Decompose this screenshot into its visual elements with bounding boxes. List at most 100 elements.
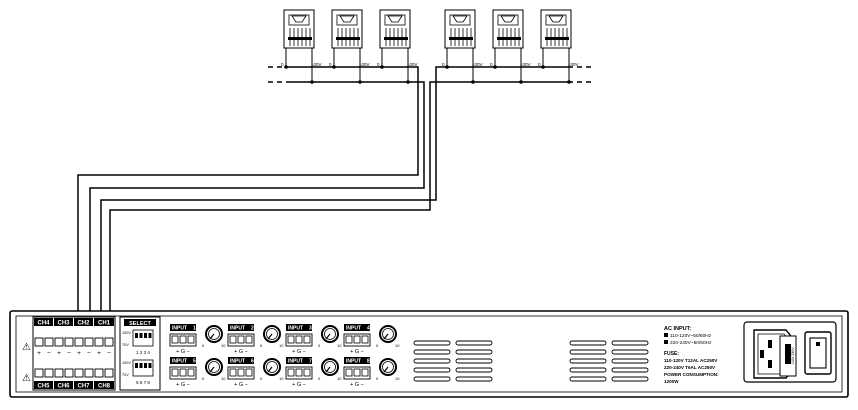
terminal-sign: − (107, 350, 111, 357)
input-module: INPUT 7 + G − (285, 357, 313, 388)
knob-min: 0 (202, 343, 205, 348)
ac-input-info: AC INPUT: 110-120V~50/60Hz 220-240V~50/6… (664, 326, 719, 384)
input-pins: + G − (292, 349, 306, 355)
input-pins: + G − (176, 349, 190, 355)
ceiling-speaker: 0 100V (538, 9, 579, 84)
speaker-tap-low: 0 (442, 62, 445, 67)
knob-max: 10 (395, 343, 400, 348)
speaker-tap-low: 0 (538, 62, 541, 67)
dip-label: 100V (122, 361, 131, 365)
gain-knob[interactable]: 0 10 (260, 325, 284, 348)
warning-icon: ⚠ (22, 373, 31, 384)
dip-numbers: 5 6 7 8 (136, 380, 150, 385)
input-label: INPUT (172, 359, 187, 365)
ceiling-speaker: 0 100V (281, 9, 322, 84)
input-module: INPUT 1 + G − (169, 324, 197, 355)
ceiling-speaker: 0 100V (329, 9, 370, 84)
input-pins: + G − (350, 349, 364, 355)
speaker-tap-high: 100V (472, 62, 483, 67)
input-module: INPUT 6 + G − (227, 357, 255, 388)
gain-knob[interactable]: 0 10 (318, 325, 342, 348)
ceiling-speaker: 0 100V (490, 9, 531, 84)
terminal-sign: − (47, 350, 51, 357)
knob-max: 10 (337, 376, 342, 381)
terminal-sign: + (97, 350, 101, 357)
input-number: 8 (367, 359, 370, 365)
speaker-tap-high: 100V (407, 62, 418, 67)
input-module: INPUT 2 + G − (227, 324, 255, 355)
gain-knob[interactable]: 0 10 (318, 358, 342, 381)
voltage-selector-switch[interactable]: 110V 230V (779, 335, 797, 377)
voltage-selector-label: 110V 230V (791, 347, 795, 365)
input-module: INPUT 3 + G − (285, 324, 313, 355)
gain-knob[interactable]: 0 10 (376, 358, 400, 381)
speaker-tap-high: 100V (520, 62, 531, 67)
input-label: INPUT (230, 326, 245, 332)
channel-label: CH8 (98, 384, 111, 390)
input-label: INPUT (346, 326, 361, 332)
input-module: INPUT 8 + G − (343, 357, 371, 388)
speaker-tap-high: 100V (311, 62, 322, 67)
knob-max: 10 (221, 343, 226, 348)
input-pins: + G − (234, 349, 248, 355)
cable-runs (77, 66, 445, 322)
knob-max: 10 (279, 376, 284, 381)
ceiling-speaker: 0 100V (442, 9, 483, 84)
input-label: INPUT (172, 326, 187, 332)
ac-input-title: AC INPUT: (664, 326, 691, 332)
channel-label: CH3 (57, 321, 70, 327)
knob-min: 0 (318, 376, 321, 381)
channel-label: CH2 (77, 321, 90, 327)
knob-max: 10 (337, 343, 342, 348)
dip-label: 70V (122, 373, 129, 377)
knob-min: 0 (260, 343, 263, 348)
amplifier-rear-panel: ⚠ ⚠ CH4 CH3 CH2 CH1 + − + − + (9, 310, 849, 398)
knob-min: 0 (318, 343, 321, 348)
knob-min: 0 (260, 376, 263, 381)
input-label: INPUT (288, 326, 303, 332)
ventilation-slots (413, 340, 649, 382)
speaker-tap-low: 0 (329, 62, 332, 67)
input-pins: + G − (350, 382, 364, 388)
gain-knob[interactable]: 0 10 (376, 325, 400, 348)
speaker-tap-low: 0 (490, 62, 493, 67)
input-modules-bottom: INPUT 5 + G − 0 10 INPUT 6 (169, 357, 400, 388)
gain-knob[interactable]: 0 10 (260, 358, 284, 381)
power-switch[interactable] (804, 331, 832, 375)
dip-numbers: 1 2 3 4 (136, 350, 150, 355)
knob-min: 0 (202, 376, 205, 381)
input-number: 3 (309, 326, 312, 332)
warning-icon: ⚠ (22, 342, 31, 353)
terminal-sign: + (57, 350, 61, 357)
input-number: 6 (251, 359, 254, 365)
speaker-tap-high: 100V (568, 62, 579, 67)
channel-label: CH7 (77, 384, 90, 390)
gain-knob[interactable]: 0 10 (202, 325, 226, 348)
ac-input-line: 220-240V~50/60Hz (670, 340, 712, 346)
input-number: 1 (193, 326, 196, 332)
fuse-line: 1200W (664, 379, 679, 384)
terminal-sign: + (77, 350, 81, 357)
speaker-bus-right (445, 66, 592, 83)
voltage-dip-switch[interactable]: SELECT 100V 70V 1 2 3 4 100V 70V 5 6 7 8 (119, 316, 161, 391)
speaker-tap-low: 0 (281, 62, 284, 67)
input-label: INPUT (346, 359, 361, 365)
knob-max: 10 (395, 376, 400, 381)
ac-input-line: 110-120V~50/60Hz (670, 333, 712, 339)
gain-knob[interactable]: 0 10 (202, 358, 226, 381)
dip-label: 70V (122, 343, 129, 347)
fuse-line: 110-120V T12AL AC250V (664, 358, 718, 363)
speaker-bus-left (268, 66, 412, 83)
speaker-tap-high: 100V (359, 62, 370, 67)
terminal-sign: + (37, 350, 41, 357)
fuse-title: FUSE: (664, 351, 679, 357)
knob-min: 0 (376, 343, 379, 348)
input-label: INPUT (230, 359, 245, 365)
channel-label: CH5 (37, 384, 50, 390)
ceiling-speaker: 0 100V (377, 9, 418, 84)
input-number: 5 (193, 359, 196, 365)
input-pins: + G − (176, 382, 190, 388)
speaker-output-terminals: CH4 CH3 CH2 CH1 + − + − + − + − (32, 316, 116, 391)
input-pins: + G − (234, 382, 248, 388)
